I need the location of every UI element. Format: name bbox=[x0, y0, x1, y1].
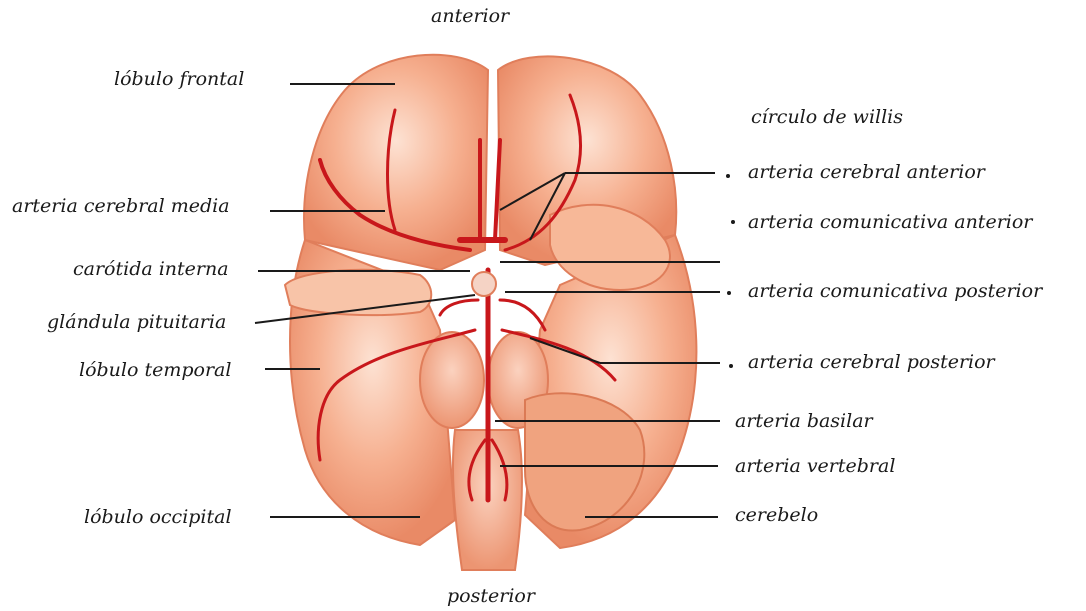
bullet-dots bbox=[726, 174, 735, 368]
label-frontal-lobe: lóbulo frontal bbox=[114, 70, 244, 89]
label-anterior-communicating-artery: arteria comunicativa anterior bbox=[748, 213, 1032, 232]
label-basilar-artery: arteria basilar bbox=[735, 412, 873, 431]
label-cerebellum: cerebelo bbox=[735, 506, 818, 525]
orientation-anterior: anterior bbox=[431, 7, 509, 26]
diagram-heading: círculo de willis bbox=[751, 108, 903, 127]
label-anterior-cerebral-artery: arteria cerebral anterior bbox=[748, 163, 985, 182]
label-middle-cerebral-artery: arteria cerebral media bbox=[12, 197, 230, 216]
pons bbox=[420, 332, 484, 428]
orientation-posterior: posterior bbox=[447, 587, 535, 606]
label-temporal-lobe: lóbulo temporal bbox=[79, 361, 231, 380]
label-internal-carotid: carótida interna bbox=[73, 260, 229, 279]
pituitary-gland bbox=[472, 272, 496, 296]
left-temporal-pole bbox=[285, 270, 431, 315]
label-occipital-lobe: lóbulo occipital bbox=[84, 508, 232, 527]
label-posterior-cerebral-artery: arteria cerebral posterior bbox=[748, 353, 995, 372]
label-vertebral-artery: arteria vertebral bbox=[735, 457, 895, 476]
label-pituitary-gland: glándula pituitaria bbox=[47, 313, 226, 332]
label-posterior-communicating-artery: arteria comunicativa posterior bbox=[748, 282, 1042, 301]
